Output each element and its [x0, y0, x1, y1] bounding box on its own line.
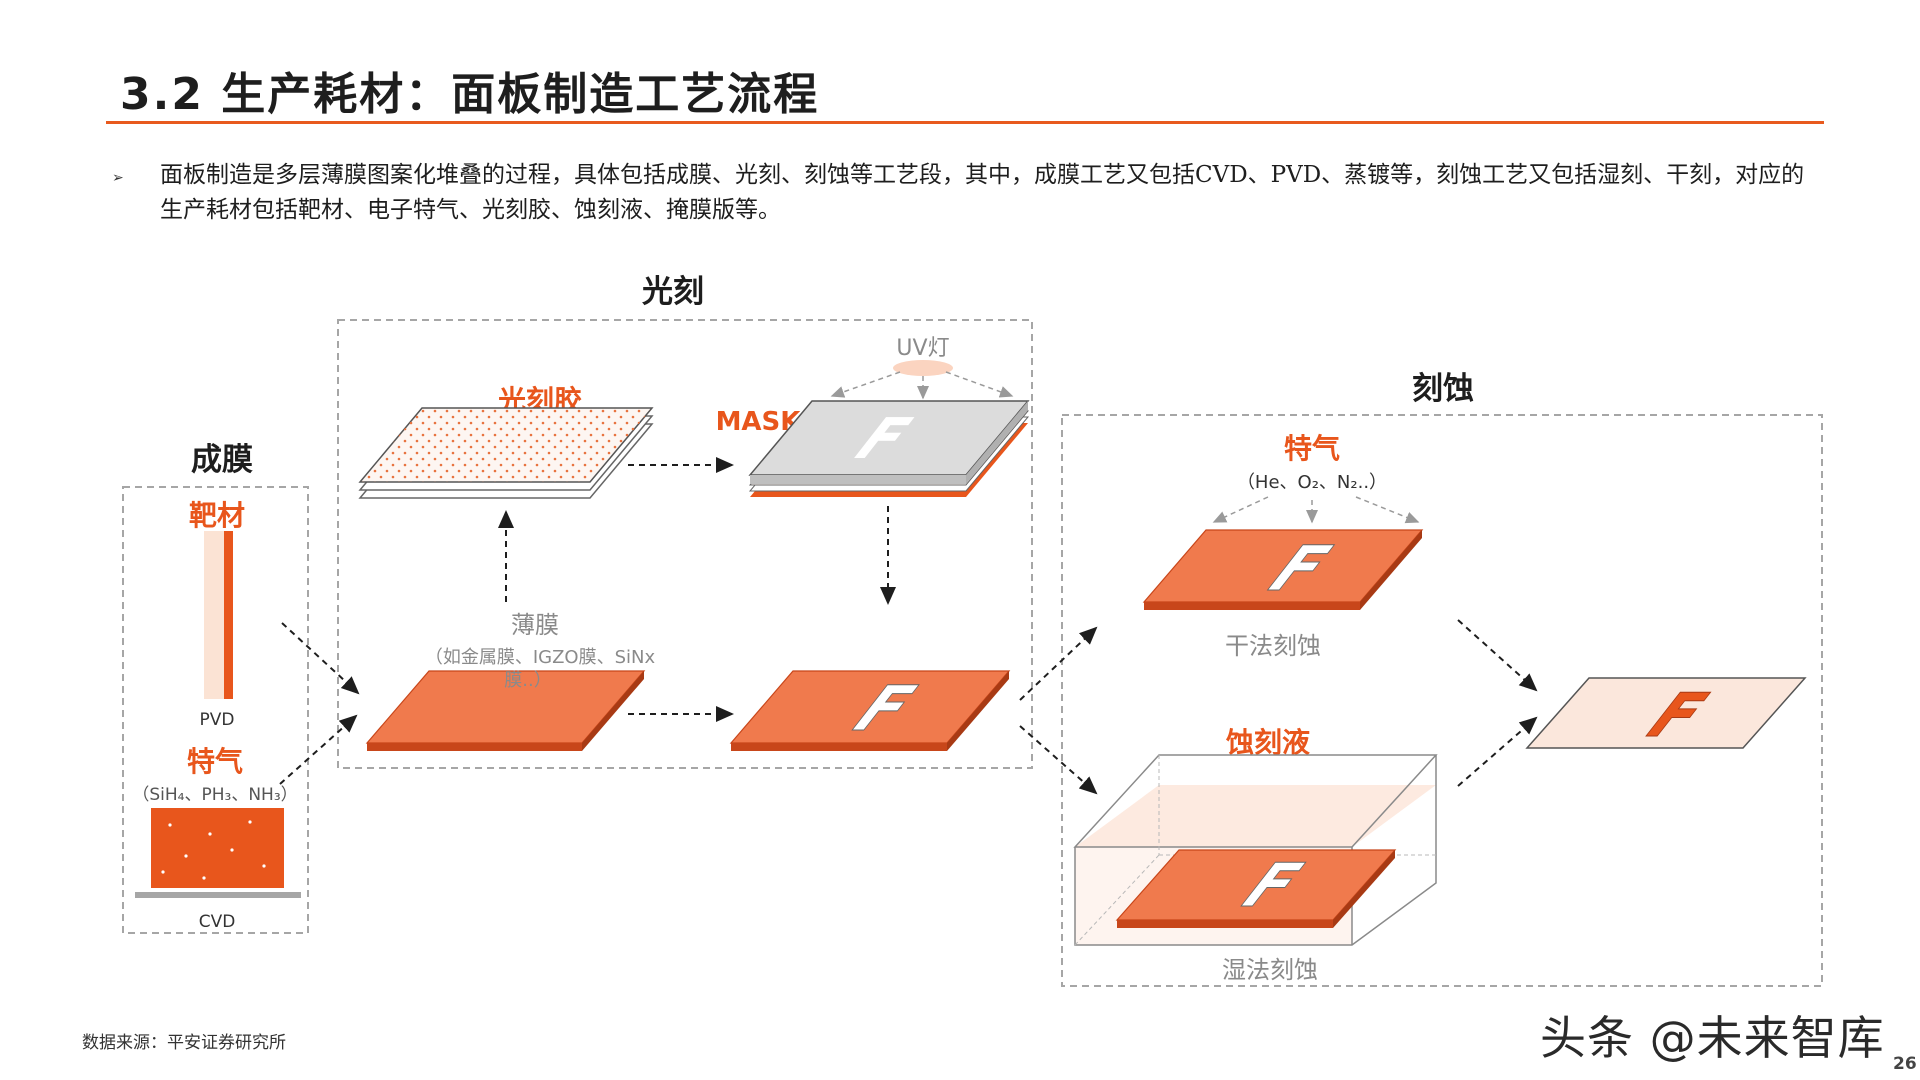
page-title: 3.2 生产耗材：面板制造工艺流程 [120, 69, 820, 120]
flow-arrow-cvd [279, 714, 358, 785]
page-number: 26 [1893, 1054, 1917, 1074]
cvd-label: CVD [199, 912, 236, 932]
photoresist-plate [358, 407, 654, 499]
wet-etch-tank: F [1073, 754, 1438, 946]
etch-gas-examples: （He、O₂、N₂..） [1237, 472, 1387, 493]
film-section-title: 成膜 [191, 442, 253, 478]
flow-arrow-dry-to-final [1457, 619, 1538, 692]
sputter-target-illustration [204, 531, 233, 699]
cvd-chamber-illustration [135, 808, 301, 898]
flow-arrow-wet-to-final [1457, 716, 1538, 787]
mask-plate: F [748, 400, 1030, 497]
flow-arrow-to-wet-etch [1019, 725, 1098, 795]
thin-film-examples-line-1: （如金属膜、IGZO膜、SiNx [425, 647, 656, 668]
final-patterned-plate: F [1525, 677, 1807, 751]
thin-film-label: 薄膜 [511, 611, 559, 639]
litho-section-box [337, 319, 1033, 769]
uv-lamp-icon [893, 360, 953, 376]
etch-section-box [1061, 414, 1823, 987]
patterned-resist-plate: F [729, 670, 1011, 751]
etch-section-title: 刻蚀 [1412, 371, 1474, 407]
dry-etch-label: 干法刻蚀 [1225, 632, 1321, 660]
film-gas-examples: （SiH₄、PH₃、NH₃） [132, 785, 297, 805]
uv-lamp-label: UV灯 [896, 336, 949, 361]
pvd-label: PVD [200, 710, 235, 730]
watermark-text: 头条 @未来智库 [1540, 1011, 1885, 1065]
litho-section-title: 光刻 [642, 274, 704, 310]
bullet-arrow-icon: ➢ [112, 170, 124, 186]
film-section-box [122, 486, 309, 934]
intro-bullet-text: 面板制造是多层薄膜图案化堆叠的过程，具体包括成膜、光刻、刻蚀等工艺段，其中，成膜… [160, 162, 1805, 223]
film-gas-label: 特气 [187, 745, 243, 778]
wet-etch-label: 湿法刻蚀 [1222, 956, 1318, 984]
dry-etch-plate: F [1142, 529, 1424, 610]
flow-arrow-pvd [281, 622, 360, 695]
etchant-label: 蚀刻液 [1225, 726, 1310, 759]
thin-film-plate [365, 670, 646, 751]
title-divider [106, 121, 1824, 124]
target-material-label: 靶材 [189, 499, 245, 532]
data-source-note: 数据来源：平安证券研究所 [82, 1033, 286, 1053]
etch-gas-label: 特气 [1284, 432, 1340, 465]
thin-film-examples-line-2: 膜..） [504, 670, 551, 691]
